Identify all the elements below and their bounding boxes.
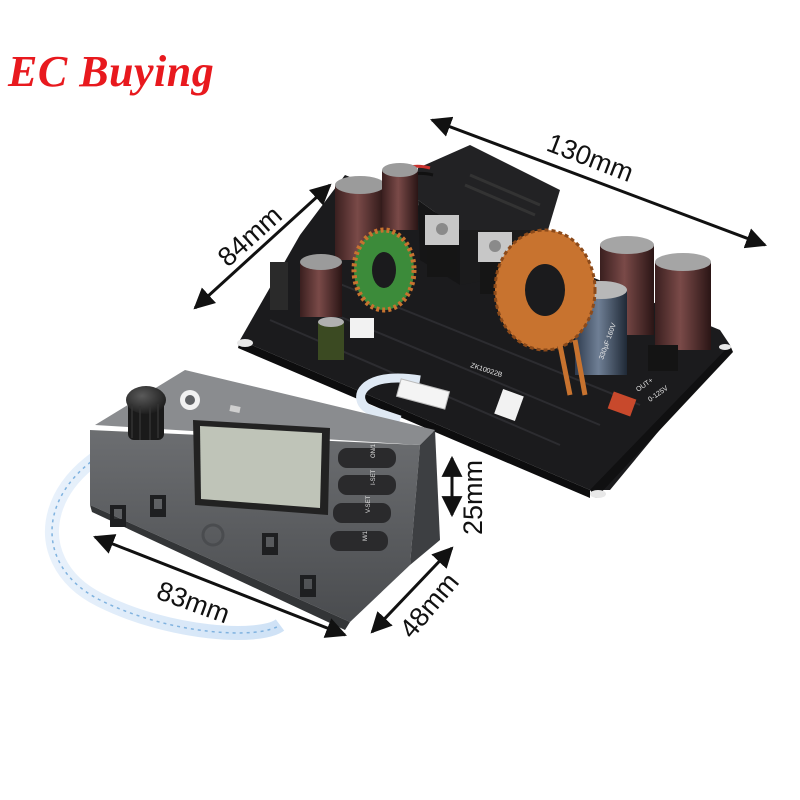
board-width-label: 84mm [212, 200, 288, 272]
rotary-knob[interactable] [126, 386, 166, 440]
brand-logo: EC Buying [8, 47, 215, 96]
on-off-button-label: ON/1 [371, 443, 377, 458]
on-off-button[interactable] [338, 448, 396, 468]
i-set-button[interactable] [338, 475, 396, 495]
v-set-button[interactable] [333, 503, 391, 523]
i-set-button-label: I-SET [371, 469, 377, 485]
lcd-screen [200, 426, 322, 508]
m-button[interactable] [330, 531, 388, 551]
v-set-button-label: V-SET [366, 495, 372, 513]
display-depth-label: 25mm [458, 460, 488, 535]
dimension-arrows [93, 116, 767, 638]
m-button-label: M/1 [363, 530, 369, 541]
display-width-label: 48mm [394, 567, 465, 644]
